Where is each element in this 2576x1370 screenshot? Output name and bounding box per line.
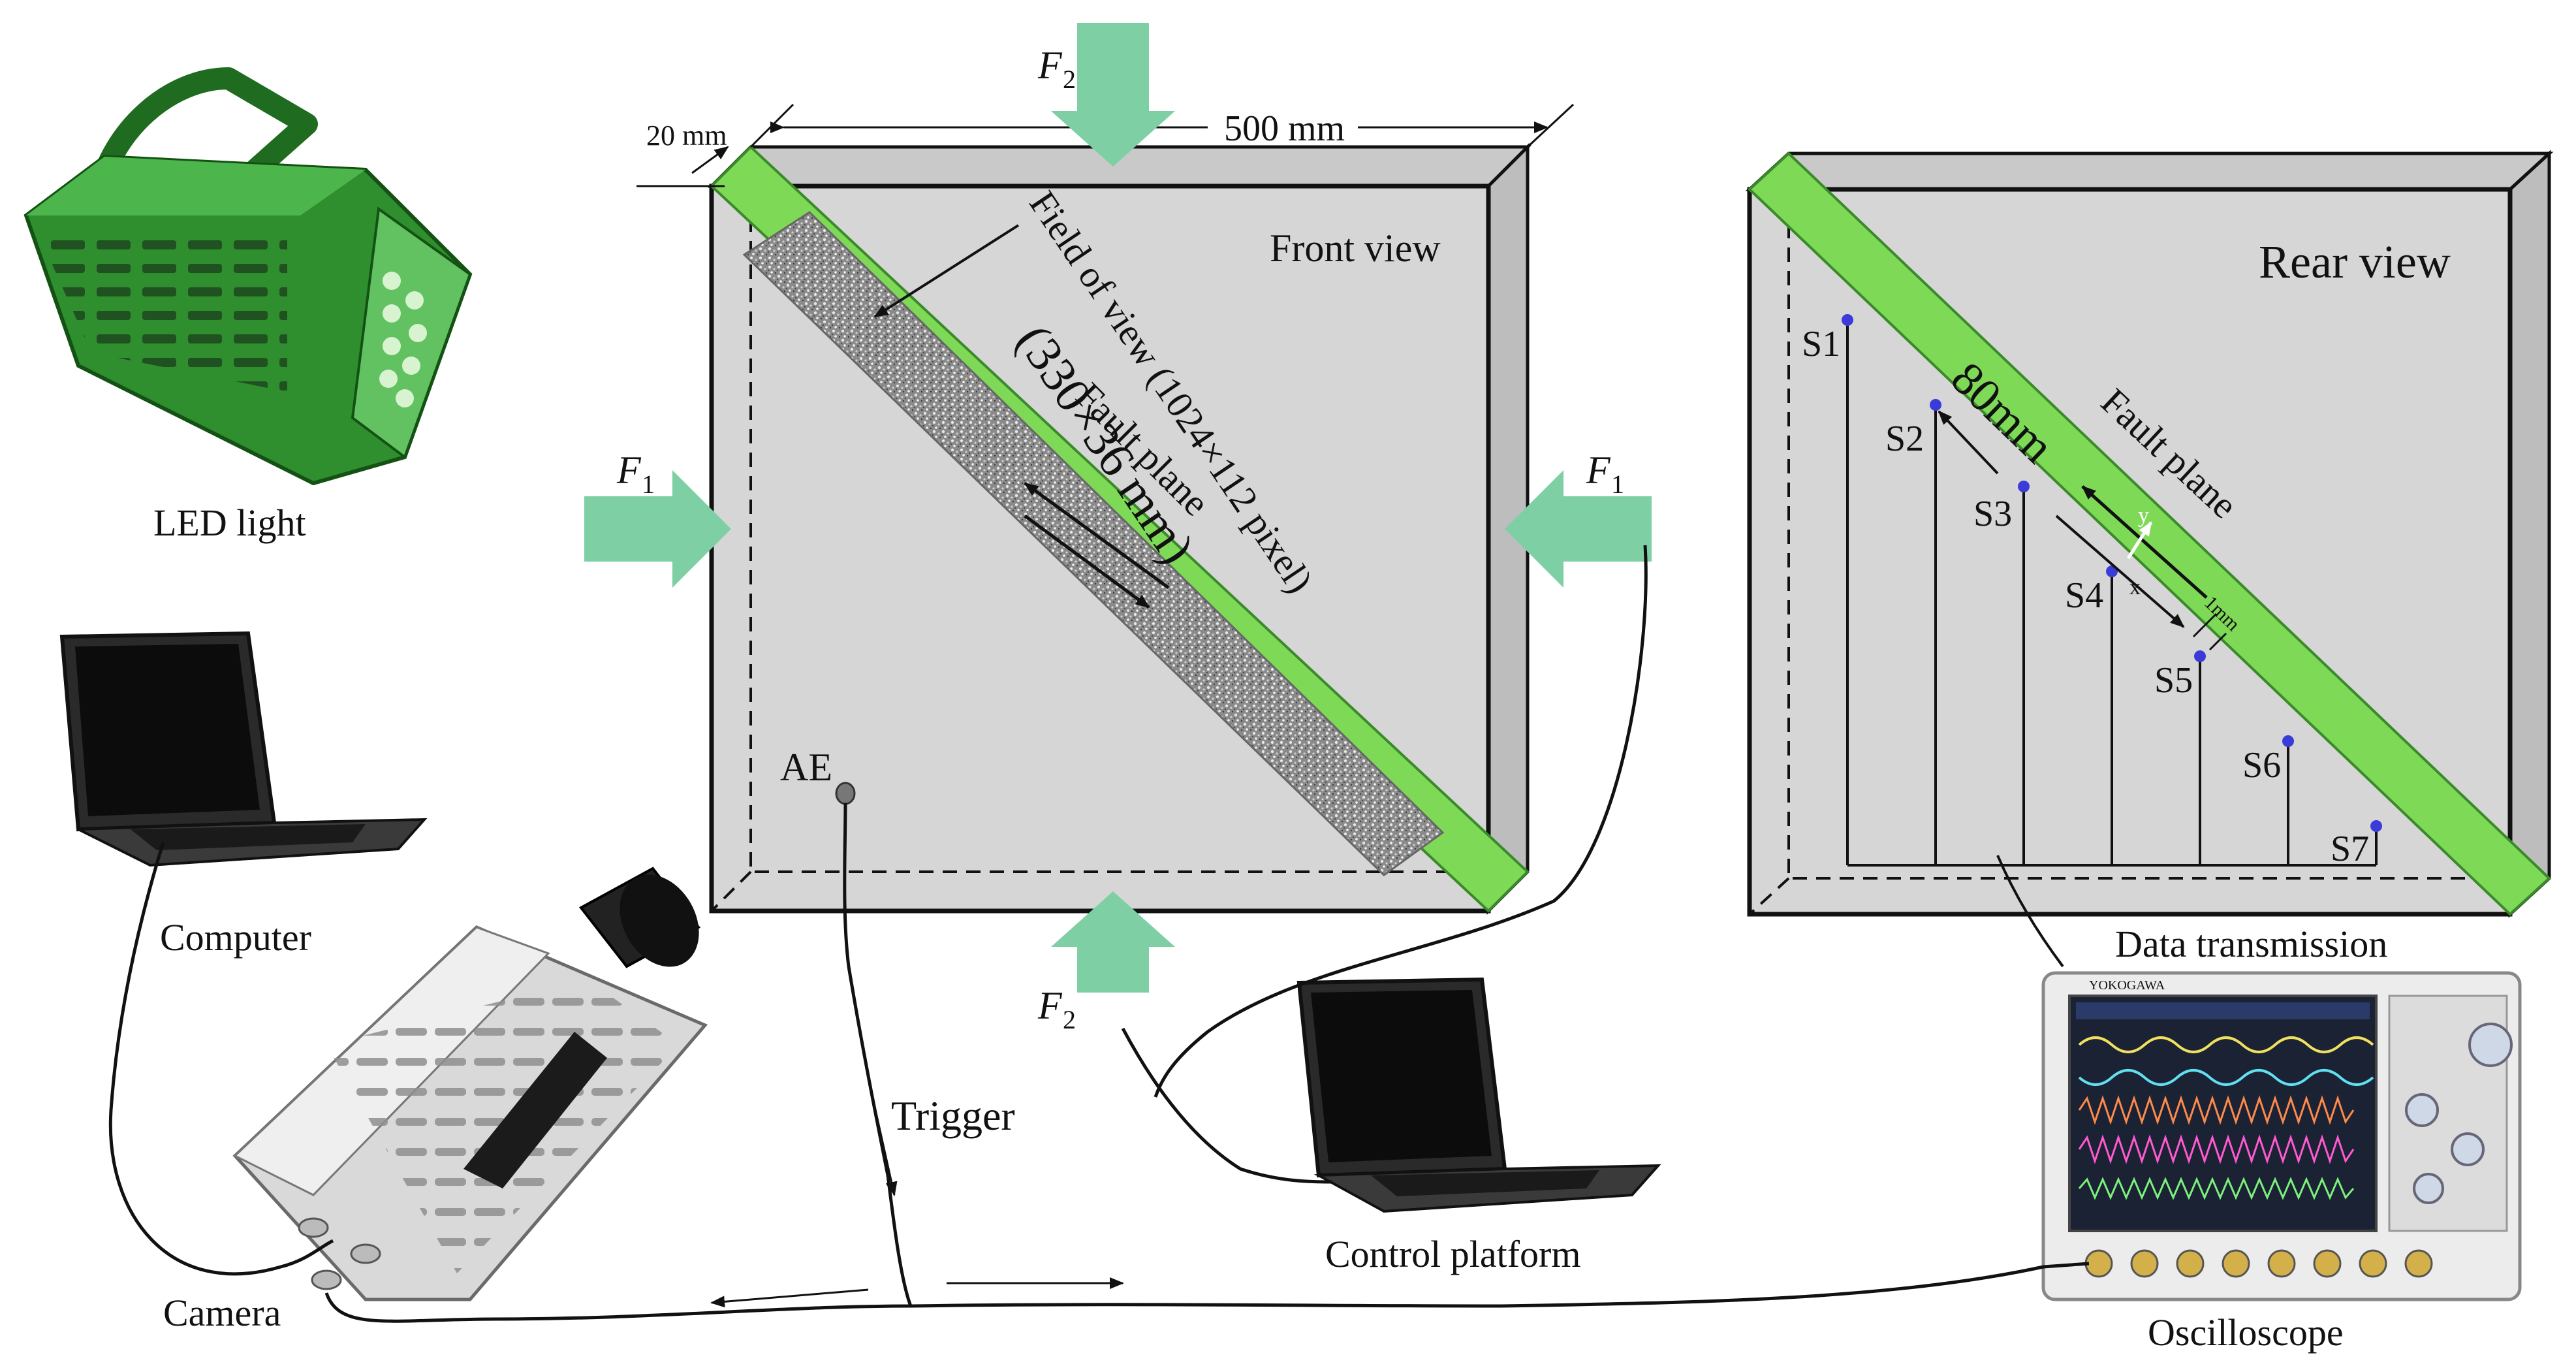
dim-thickness-label: 20 mm — [646, 119, 727, 151]
high-speed-camera-icon — [232, 867, 708, 1301]
load-arrow-f1-right — [1505, 470, 1652, 588]
offset-tick-b — [2208, 632, 2227, 651]
f1-left-sub: 1 — [642, 470, 655, 499]
fov-pointer — [873, 224, 1020, 318]
oscilloscope-label: Oscilloscope — [2148, 1311, 2344, 1354]
sensor-s2: S2 — [1885, 419, 1924, 459]
laptop-icon — [1296, 977, 1661, 1213]
x-axis-arrow — [2055, 515, 2185, 628]
load-arrow-f2-bottom — [1051, 891, 1175, 993]
f1-right-sub: 1 — [1611, 470, 1624, 499]
front-view-block — [707, 142, 1532, 916]
slip-arrow-down — [1024, 514, 1150, 609]
computer-label: Computer — [160, 916, 311, 959]
load-arrow-f2-top — [1051, 23, 1175, 167]
front-view-label: Front view — [1270, 227, 1441, 270]
ae-sensor-dot — [835, 782, 856, 805]
f2-bottom-main: F — [1037, 984, 1063, 1027]
axis-x-label: x — [2129, 575, 2141, 599]
f2-top-sub: 2 — [1063, 65, 1076, 94]
oscilloscope-icon: YOKOGAWA — [2041, 971, 2522, 1301]
f1-left-main: F — [616, 449, 642, 492]
spacing-arrow — [1938, 410, 1999, 475]
led-light-label: LED light — [153, 502, 306, 544]
sensor-s1: S1 — [1802, 324, 1840, 364]
trigger-arrow — [867, 1077, 898, 1196]
trigger-label: Trigger — [891, 1092, 1015, 1139]
f2-bottom-sub: 2 — [1063, 1005, 1076, 1034]
offset-tick-a — [2192, 613, 2218, 638]
dim-width-label: 500 mm — [1224, 108, 1345, 149]
strain-gauge-dots — [1842, 314, 2382, 832]
data-transmission-label: Data transmission — [2115, 923, 2387, 965]
f2-bottom-label: F 2 — [1037, 984, 1076, 1034]
f2-top-label: F 2 — [1037, 44, 1076, 94]
axis-y-label: y — [2138, 503, 2149, 528]
ae-label: AE — [780, 746, 832, 789]
camera-label: Camera — [163, 1292, 281, 1334]
f1-right-main: F — [1586, 449, 1611, 492]
led-light-icon — [24, 67, 473, 486]
strain-gauge-wires — [1846, 320, 2378, 968]
sensor-s6: S6 — [2242, 745, 2281, 786]
rear-view-label: Rear view — [2259, 236, 2451, 288]
laptop-icon — [59, 631, 428, 867]
y-axis-arrow — [2126, 521, 2153, 560]
sensor-s4: S4 — [2065, 575, 2103, 616]
f1-right-label: F 1 — [1586, 449, 1624, 499]
sensor-s5: S5 — [2154, 660, 2193, 701]
rear-slip-arrow-up — [2081, 485, 2208, 599]
oscilloscope-brand: YOKOGAWA — [2089, 978, 2165, 993]
f2-top-main: F — [1037, 44, 1063, 87]
f1-left-label: F 1 — [616, 449, 655, 499]
load-arrow-f1-left — [584, 470, 731, 588]
field-of-view-speckle — [742, 211, 1445, 876]
sensor-s7: S7 — [2331, 829, 2369, 869]
control-platform-label: Control platform — [1325, 1233, 1580, 1275]
sensor-s3: S3 — [1973, 494, 2012, 534]
trigger-arrow-left — [710, 1288, 869, 1308]
cables — [108, 545, 2090, 1323]
slip-arrow-up — [1024, 481, 1170, 590]
